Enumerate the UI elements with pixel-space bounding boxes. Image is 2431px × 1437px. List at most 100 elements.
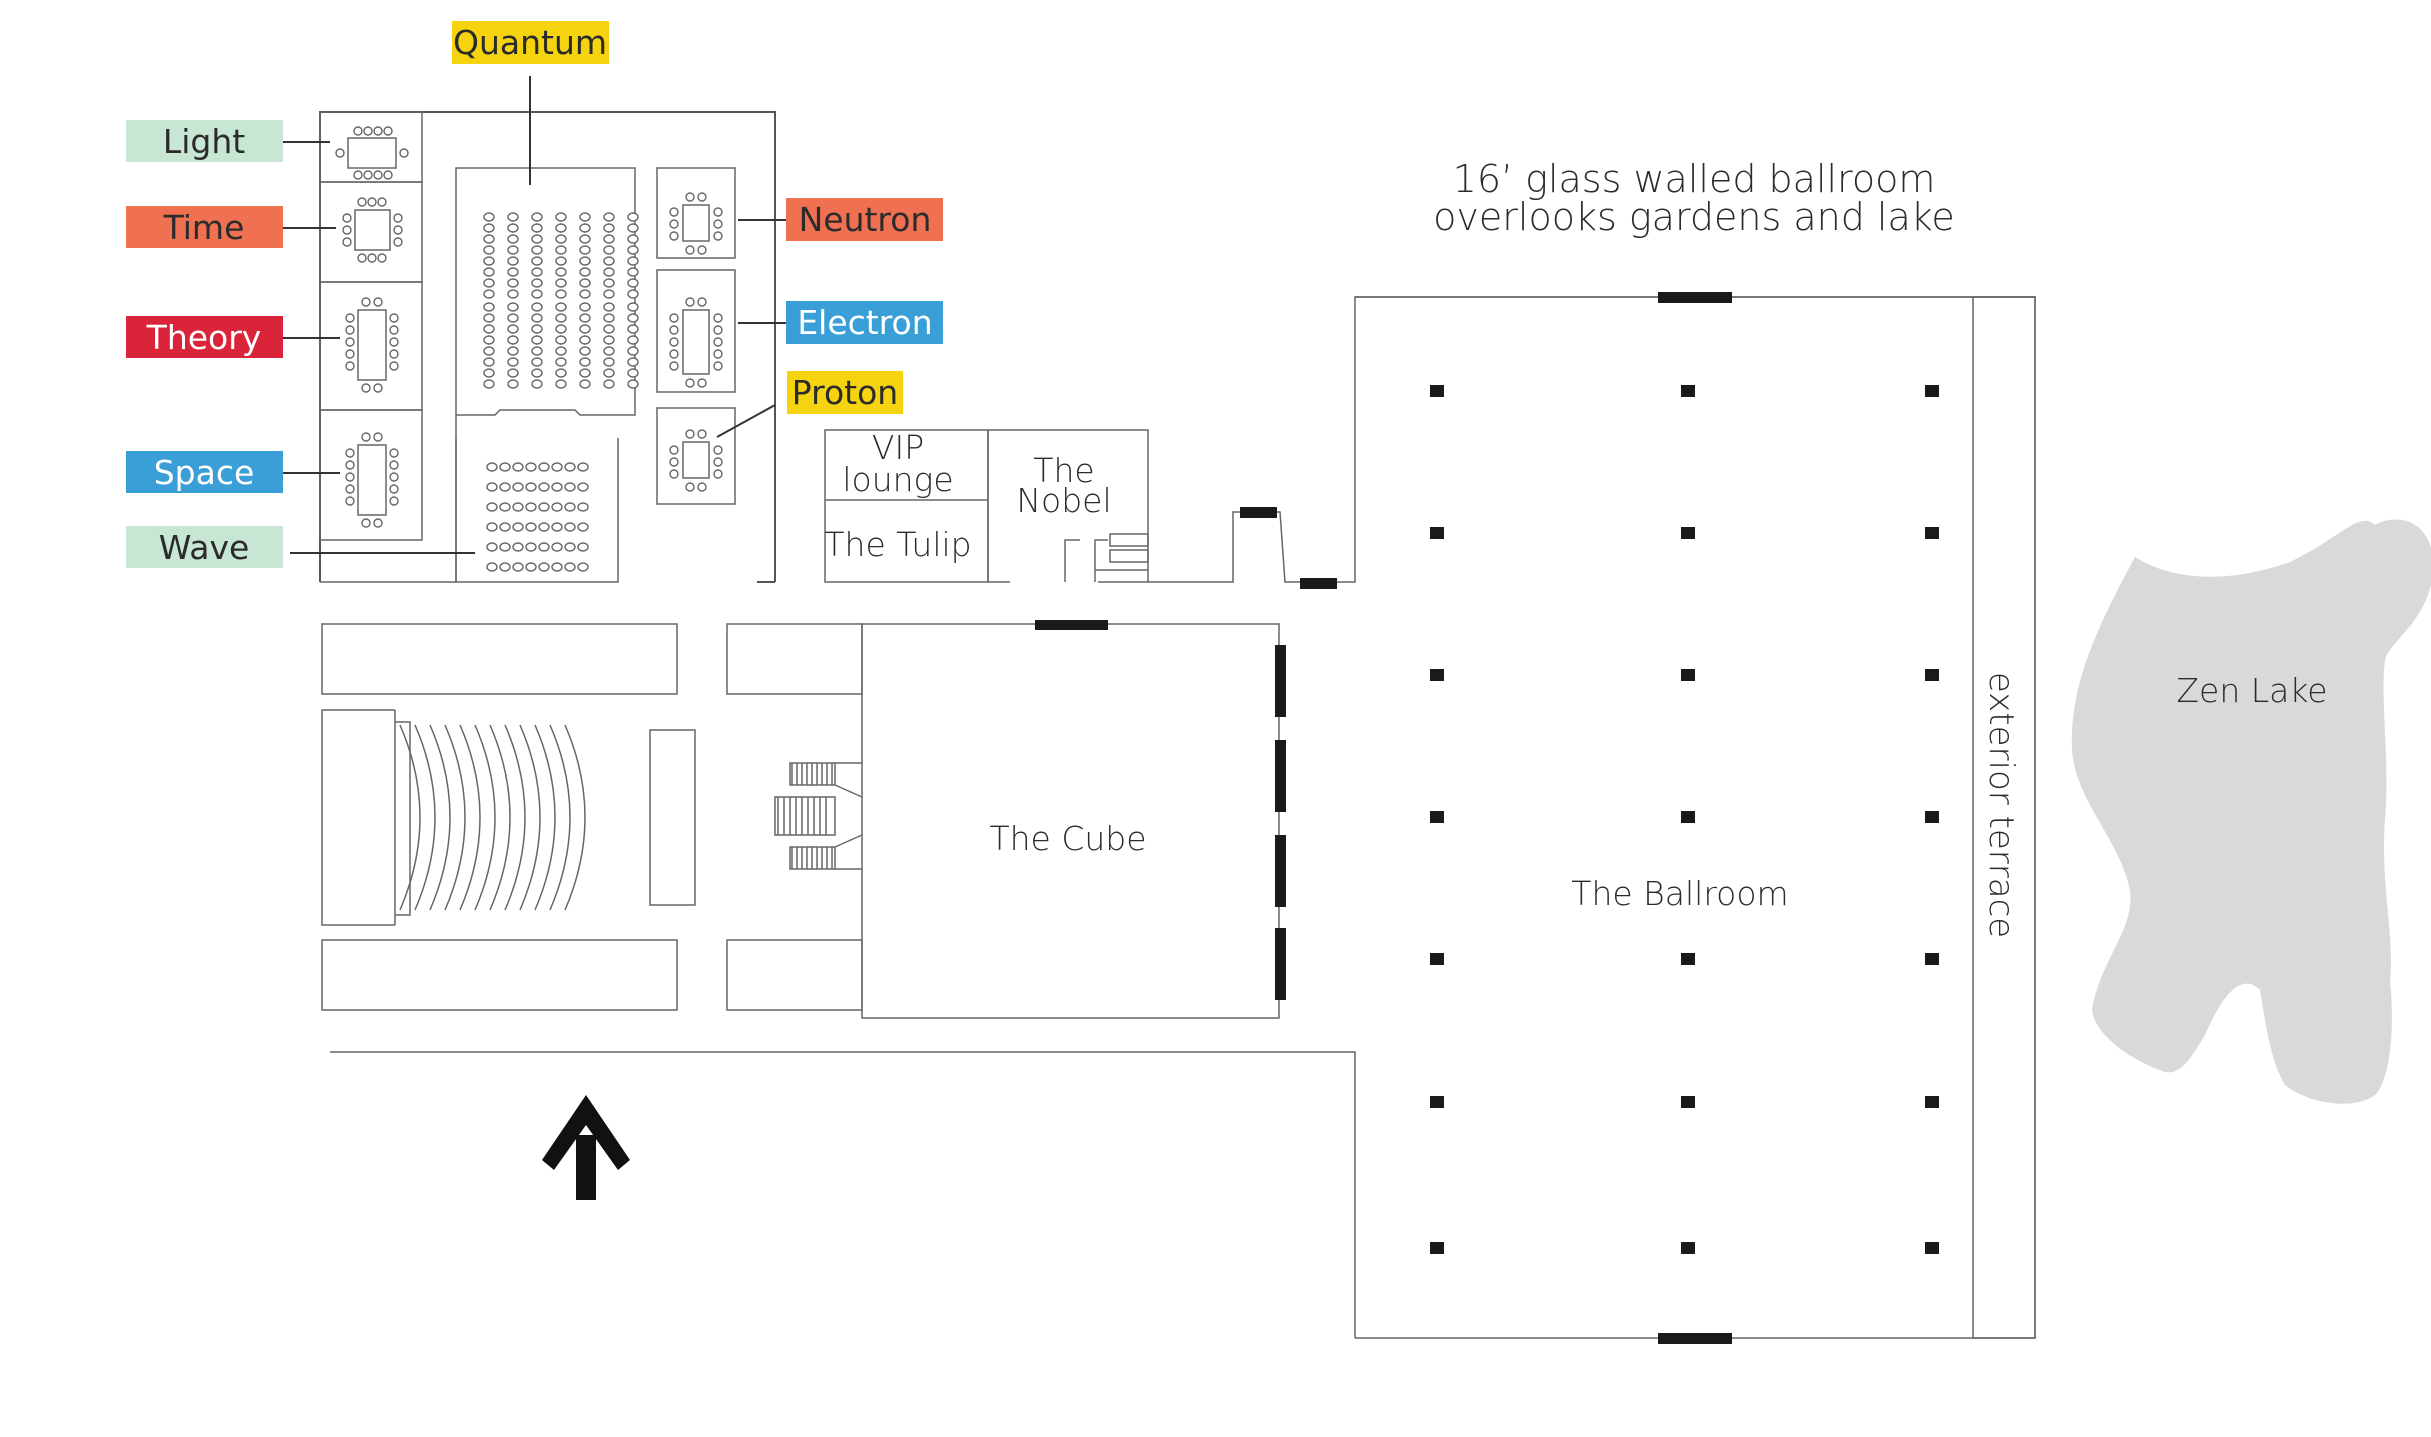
tag-quantum[interactable]: Quantum bbox=[452, 21, 609, 64]
seat bbox=[579, 313, 591, 323]
seat bbox=[627, 379, 639, 389]
terrace-label: exterior terrace bbox=[1981, 672, 2021, 938]
seat bbox=[483, 212, 495, 222]
seat-row bbox=[564, 724, 586, 911]
pillar bbox=[1681, 385, 1695, 397]
seat bbox=[499, 502, 511, 512]
seat bbox=[483, 335, 495, 345]
seat bbox=[512, 562, 524, 572]
seat bbox=[579, 234, 591, 244]
seat bbox=[579, 368, 591, 378]
seat bbox=[579, 245, 591, 255]
seat bbox=[486, 502, 498, 512]
cube-label: The Cube bbox=[989, 819, 1146, 858]
door bbox=[1300, 578, 1337, 589]
seat bbox=[483, 302, 495, 312]
seat bbox=[538, 502, 550, 512]
seat bbox=[531, 289, 543, 299]
seat bbox=[627, 335, 639, 345]
seat bbox=[555, 289, 567, 299]
seat bbox=[577, 482, 589, 492]
seat-row bbox=[474, 724, 496, 911]
seat-row bbox=[414, 724, 436, 911]
seat-row bbox=[504, 724, 526, 911]
space-room-furniture bbox=[345, 432, 399, 528]
tag-space[interactable]: Space bbox=[126, 451, 283, 493]
seat bbox=[564, 462, 576, 472]
tag-time-bg bbox=[126, 206, 283, 248]
seat bbox=[525, 462, 537, 472]
seat bbox=[486, 522, 498, 532]
seat-row bbox=[489, 724, 511, 911]
seat bbox=[499, 482, 511, 492]
tag-electron-label: Electron bbox=[797, 303, 932, 342]
tag-wave-bg bbox=[126, 526, 283, 568]
pillar bbox=[1681, 811, 1695, 823]
seat bbox=[483, 324, 495, 334]
seat bbox=[531, 223, 543, 233]
pillar bbox=[1681, 1242, 1695, 1254]
seat bbox=[603, 357, 615, 367]
seat bbox=[499, 562, 511, 572]
pillar bbox=[1925, 669, 1939, 681]
seat bbox=[603, 379, 615, 389]
seat bbox=[483, 289, 495, 299]
seat bbox=[579, 357, 591, 367]
seat bbox=[507, 357, 519, 367]
tag-light-label: Light bbox=[163, 122, 245, 161]
tag-light[interactable]: Light bbox=[126, 120, 283, 162]
seat bbox=[551, 562, 563, 572]
tag-wave[interactable]: Wave bbox=[126, 526, 283, 568]
seat-row bbox=[429, 724, 451, 911]
tag-time[interactable]: Time bbox=[126, 206, 283, 248]
tag-neutron[interactable]: Neutron bbox=[786, 198, 943, 241]
seat bbox=[507, 335, 519, 345]
seat bbox=[531, 324, 543, 334]
seat bbox=[551, 542, 563, 552]
pillar bbox=[1430, 527, 1444, 539]
seat bbox=[531, 302, 543, 312]
seat bbox=[551, 462, 563, 472]
seat bbox=[531, 267, 543, 277]
seat bbox=[507, 245, 519, 255]
seat bbox=[483, 223, 495, 233]
seat bbox=[579, 256, 591, 266]
tag-theory[interactable]: Theory bbox=[126, 316, 283, 358]
tag-wave-label: Wave bbox=[159, 528, 250, 567]
seat bbox=[627, 234, 639, 244]
seat bbox=[538, 542, 550, 552]
seat bbox=[564, 542, 576, 552]
pillar bbox=[1925, 953, 1939, 965]
seat bbox=[555, 368, 567, 378]
seat bbox=[507, 346, 519, 356]
door bbox=[1275, 928, 1286, 1000]
nobel-label-line1: The bbox=[1033, 451, 1094, 490]
seat bbox=[555, 313, 567, 323]
seat bbox=[507, 368, 519, 378]
seat bbox=[483, 278, 495, 288]
seat bbox=[577, 522, 589, 532]
seat bbox=[551, 522, 563, 532]
door bbox=[1658, 292, 1732, 303]
seat bbox=[627, 256, 639, 266]
seat bbox=[507, 379, 519, 389]
proton-room-furniture bbox=[669, 429, 723, 492]
tag-proton[interactable]: Proton bbox=[787, 371, 903, 414]
tag-quantum-bg bbox=[452, 21, 609, 64]
seat bbox=[555, 379, 567, 389]
seat bbox=[603, 245, 615, 255]
seat bbox=[603, 324, 615, 334]
seat bbox=[486, 542, 498, 552]
seat bbox=[499, 462, 511, 472]
seat bbox=[603, 267, 615, 277]
seat bbox=[486, 462, 498, 472]
tag-electron[interactable]: Electron bbox=[786, 301, 943, 344]
ballroom-label: The Ballroom bbox=[1571, 874, 1788, 913]
tag-space-label: Space bbox=[154, 453, 255, 492]
ballroom-pillars bbox=[1430, 385, 1939, 1254]
seat bbox=[531, 234, 543, 244]
meeting-wing bbox=[319, 111, 776, 583]
seat bbox=[483, 256, 495, 266]
seat bbox=[507, 313, 519, 323]
